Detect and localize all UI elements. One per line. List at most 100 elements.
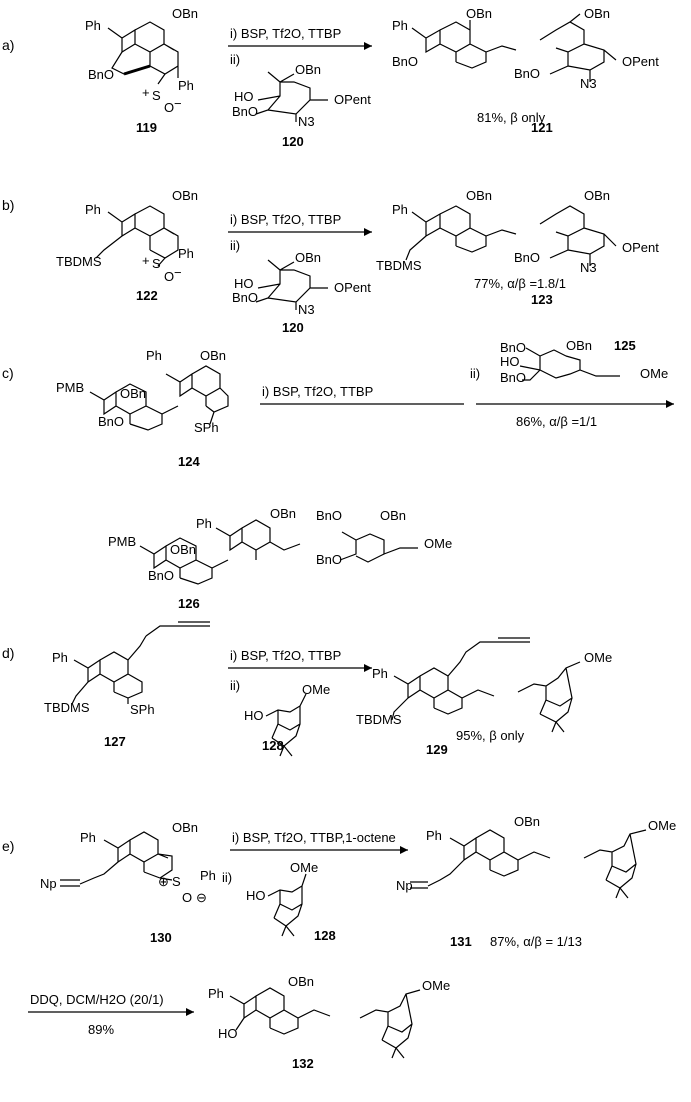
label-ph: Ph <box>52 650 68 665</box>
label-obn-b: OBn <box>120 386 146 401</box>
compound-number: 125 <box>614 338 636 353</box>
label-ome: OMe <box>422 978 450 993</box>
label-ph: Ph <box>85 202 101 217</box>
label-ph: Ph <box>196 516 212 531</box>
label-opent: OPent <box>622 54 659 69</box>
compound-number: 127 <box>104 734 126 749</box>
compound-129: Ph TBDMS OMe 129 <box>356 637 612 757</box>
compound-120-b: OBn HO BnO OPent N3 120 <box>232 250 371 335</box>
label-ho: HO <box>218 1026 238 1041</box>
compound-number: 120 <box>282 134 304 149</box>
label-obn-a: OBn <box>466 188 492 203</box>
result-text: 95%, β only <box>456 728 525 743</box>
label-n3: N3 <box>298 114 315 129</box>
compound-119: Ph OBn BnO Ph S + O − 119 <box>85 6 198 135</box>
conditions-step-ii: ii) <box>230 52 240 67</box>
conditions-step-ii: ii) <box>470 366 480 381</box>
compound-131: Ph OBn Np OMe 131 <box>396 814 676 949</box>
scheme-d: d) Ph TBDMS SPh 127 i) BSP, Tf2O, TTBP i… <box>2 621 612 757</box>
label-obn: OBn <box>295 62 321 77</box>
label-ome: OMe <box>648 818 676 833</box>
compound-132: Ph OBn HO OMe 132 <box>208 974 450 1071</box>
part-label-c: c) <box>2 365 14 381</box>
compound-number: 131 <box>450 934 472 949</box>
label-obn-c: OBn <box>170 542 196 557</box>
label-sph: SPh <box>194 420 219 435</box>
label-s: S <box>152 256 161 271</box>
label-obn: OBn <box>172 188 198 203</box>
label-ph: Ph <box>146 348 162 363</box>
label-ph: Ph <box>392 18 408 33</box>
label-bno: BnO <box>514 250 540 265</box>
conditions-step-ii: ii) <box>230 678 240 693</box>
compound-number: 121 <box>531 120 553 135</box>
label-bno-a: BnO <box>316 508 342 523</box>
compound-128: OMe HO 128 <box>244 682 330 757</box>
label-ph: Ph <box>392 202 408 217</box>
compound-126: Ph OBn BnO OBn PMB OBn BnO BnO OMe 126 <box>108 506 452 611</box>
label-np: Np <box>396 878 413 893</box>
label-bno: BnO <box>232 104 258 119</box>
label-ominus: ⊖ <box>196 890 207 905</box>
compound-number: 124 <box>178 454 200 469</box>
label-bno: BnO <box>88 67 114 82</box>
scheme-b: b) Ph OBn TBDMS Ph S + O − 122 i) BSP, T… <box>2 188 659 335</box>
label-obn-a: OBn <box>200 348 226 363</box>
label-sph: SPh <box>130 702 155 717</box>
label-plus: + <box>142 85 150 100</box>
label-s: S <box>172 874 181 889</box>
label-o: O <box>164 269 174 284</box>
label-n3: N3 <box>580 76 597 91</box>
compound-121: Ph OBn OBn BnO BnO OPent N3 121 <box>392 6 659 135</box>
arrow-head <box>400 846 408 854</box>
label-ph-s: Ph <box>178 246 194 261</box>
compound-124: Ph OBn PMB OBn BnO SPh 124 <box>56 348 229 469</box>
label-obn-a: OBn <box>270 506 296 521</box>
part-label-e: e) <box>2 838 14 854</box>
compound-120: OBn HO BnO OPent N3 120 <box>232 62 371 149</box>
label-obn: OBn <box>172 820 198 835</box>
result-text: 86%, α/β =1/1 <box>516 414 597 429</box>
compound-number: 129 <box>426 742 448 757</box>
conditions-step-i: i) BSP, Tf2O, TTBP <box>262 384 373 399</box>
label-ph: Ph <box>372 666 388 681</box>
label-np: Np <box>40 876 57 891</box>
step2-yield: 89% <box>88 1022 114 1037</box>
label-minus: − <box>174 265 182 280</box>
conditions-step-i: i) BSP, Tf2O, TTBP <box>230 212 341 227</box>
label-bno: BnO <box>232 290 258 305</box>
conditions-step-i: i) BSP, Tf2O, TTBP <box>230 648 341 663</box>
label-obn-b: OBn <box>584 6 610 21</box>
label-ph: Ph <box>80 830 96 845</box>
label-tbdms: TBDMS <box>44 700 90 715</box>
label-n3: N3 <box>580 260 597 275</box>
conditions-step-ii: ii) <box>222 870 232 885</box>
label-o: O <box>182 890 192 905</box>
compound-125: BnO OBn HO BnO OMe 125 <box>500 338 668 385</box>
compound-number: 128 <box>314 928 336 943</box>
label-obn: OBn <box>295 250 321 265</box>
compound-128-e: OMe HO 128 <box>246 860 336 943</box>
compound-number: 132 <box>292 1056 314 1071</box>
label-ph: Ph <box>85 18 101 33</box>
conditions-step-i: i) BSP, Tf2O, TTBP,1-octene <box>232 830 396 845</box>
compound-127: Ph TBDMS SPh 127 <box>44 621 210 749</box>
arrow-head <box>666 400 674 408</box>
label-bno-b: BnO <box>514 66 540 81</box>
label-ho: HO <box>234 276 254 291</box>
arrow-head <box>186 1008 194 1016</box>
compound-number: 119 <box>136 120 157 135</box>
label-o: O <box>164 100 174 115</box>
label-ph-s: Ph <box>178 78 194 93</box>
label-obn: OBn <box>566 338 592 353</box>
scheme-e: e) Ph OBn Np Ph S ⊕ O ⊖ 130 i) BSP, Tf2O… <box>2 814 676 1071</box>
label-obn: OBn <box>514 814 540 829</box>
label-ph: Ph <box>208 986 224 1001</box>
label-tbdms: TBDMS <box>56 254 102 269</box>
arrow-head <box>364 664 372 672</box>
arrow-head <box>364 42 372 50</box>
label-s: S <box>152 88 161 103</box>
label-ome: OMe <box>640 366 668 381</box>
compound-number: 128 <box>262 738 284 753</box>
label-ho: HO <box>246 888 266 903</box>
